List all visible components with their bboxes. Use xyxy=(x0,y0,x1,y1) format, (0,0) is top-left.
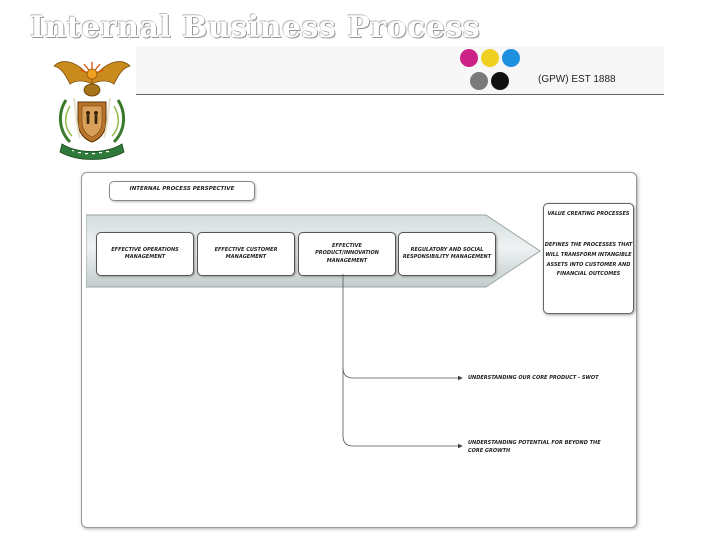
process-label: EFFECTIVE CUSTOMER MANAGEMENT xyxy=(214,246,278,260)
process-box-regulatory: REGULATORY AND SOCIAL RESPONSIBILITY MAN… xyxy=(398,232,496,276)
process-box-operations: EFFECTIVE OPERATIONS MANAGEMENT xyxy=(96,232,194,276)
value-box-title: VALUE CREATING PROCESSES xyxy=(547,211,630,217)
logo-dot-grey xyxy=(470,72,488,90)
logo-dot-black xyxy=(491,72,509,90)
process-box-product-innovation: EFFECTIVE PRODUCT/INNOVATION MANAGEMENT xyxy=(298,232,396,276)
process-label: EFFECTIVE OPERATIONS MANAGEMENT xyxy=(111,246,179,260)
perspective-label: INTERNAL PROCESS PERSPECTIVE xyxy=(129,186,235,192)
logo-dot-cyan xyxy=(502,49,520,67)
process-label: EFFECTIVE PRODUCT/INNOVATION MANAGEMENT xyxy=(315,243,379,264)
branch-line-growth xyxy=(342,368,463,449)
perspective-box: INTERNAL PROCESS PERSPECTIVE xyxy=(109,181,255,201)
slide-title: Internal Business Process xyxy=(30,10,481,45)
gpw-color-dots-logo xyxy=(460,49,520,90)
branch-label-growth: UNDERSTANDING POTENTIAL FOR BEYOND THE C… xyxy=(468,440,601,454)
coat-of-arms-logo xyxy=(53,61,131,160)
value-creating-box: VALUE CREATING PROCESSES DEFINES THE PRO… xyxy=(543,203,634,314)
logo-dot-yellow xyxy=(481,49,499,67)
branch-line-swot xyxy=(342,274,463,381)
process-label: REGULATORY AND SOCIAL RESPONSIBILITY MAN… xyxy=(402,246,492,260)
value-box-description: DEFINES THE PROCESSES THAT WILL TRANSFOR… xyxy=(544,242,633,278)
gpw-logo-text: (GPW) EST 1888 xyxy=(538,74,616,85)
process-box-customer: EFFECTIVE CUSTOMER MANAGEMENT xyxy=(197,232,295,276)
branch-label-swot: UNDERSTANDING OUR CORE PRODUCT - SWOT xyxy=(468,375,599,381)
logo-dot-magenta xyxy=(460,49,478,67)
header-bar xyxy=(136,46,664,95)
